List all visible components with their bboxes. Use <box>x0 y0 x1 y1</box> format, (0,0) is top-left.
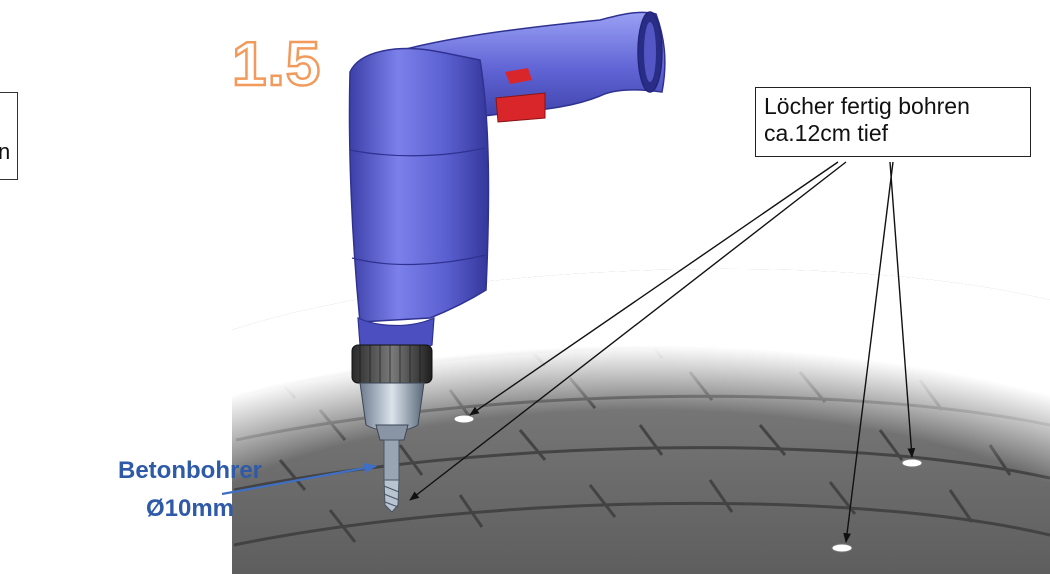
callout-line-2: ca.12cm tief <box>764 120 888 146</box>
drill-bit-label-line-2: Ø10mm <box>145 495 235 522</box>
drill-icon <box>348 11 666 513</box>
drill-bit-arrow <box>221 462 378 496</box>
drill-hole <box>831 543 853 553</box>
cropped-text-box: n <box>0 92 18 180</box>
drill-bit-label-line-1: Betonbohrer <box>118 457 262 484</box>
drill-hole <box>453 414 475 424</box>
drill-holes <box>453 414 923 553</box>
paving-surface <box>232 268 1050 574</box>
cropped-text-fragment: n <box>0 139 10 165</box>
drill-instruction-callout: Löcher fertig bohren ca.12cm tief <box>755 87 1031 157</box>
callout-leader-lines <box>409 161 916 543</box>
step-number: 1.5 <box>231 30 322 99</box>
callout-line-1: Löcher fertig bohren <box>764 93 970 119</box>
drill-hole <box>901 458 923 468</box>
